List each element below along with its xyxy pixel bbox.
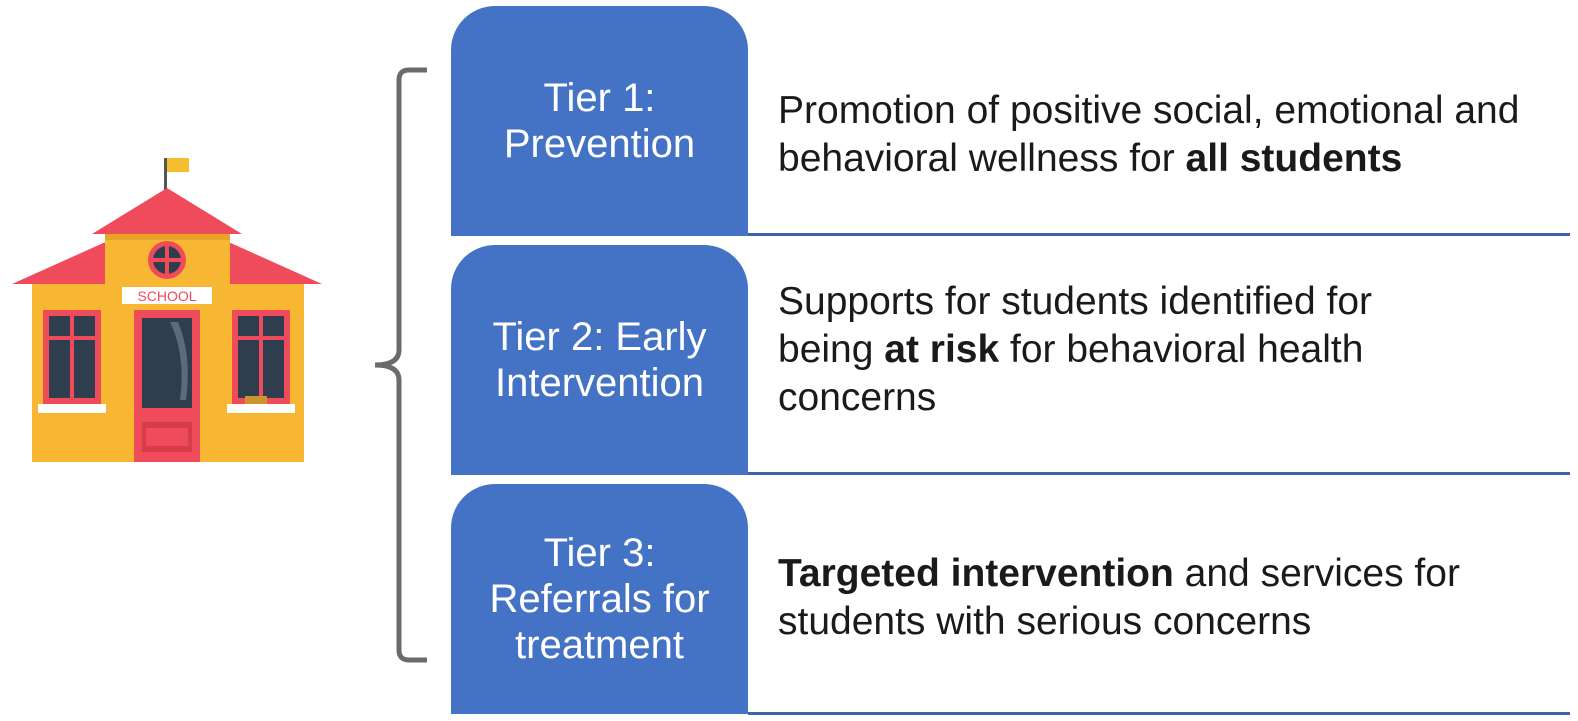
tier-2-label-line1: Tier 2: Early <box>492 315 707 359</box>
tier-2-label-line2: Intervention <box>494 361 705 405</box>
tier-1-divider <box>748 233 1570 236</box>
tier-2-box: Tier 2: Early Intervention <box>451 245 748 475</box>
tier-2-divider <box>748 472 1570 475</box>
tier-3-divider <box>748 712 1570 715</box>
tier-3-label-line1: Tier 3: <box>543 531 656 575</box>
tier-3-label-line3: treatment <box>515 623 684 667</box>
tier-3-label-line2: Referrals for <box>489 577 710 621</box>
tier-1-label-line2: Prevention <box>503 122 696 166</box>
tier-3-desc-emphasis: Targeted intervention <box>778 552 1174 595</box>
tier-1-box: Tier 1: Prevention <box>451 6 748 236</box>
tier-2-description: Supports for students identified for bei… <box>778 270 1478 430</box>
tier-3-description: Targeted intervention and services for s… <box>778 545 1538 651</box>
tier-3-box: Tier 3: Referrals for treatment <box>451 484 748 714</box>
tier-2-desc-emphasis: at risk <box>884 328 1000 371</box>
tier-3-desc-text: and services for students with serious c… <box>778 552 1460 643</box>
tier-2-desc-text: Supports for students identified for bei… <box>778 280 1373 371</box>
tier-1-desc-text: Promotion of positive social, emotional … <box>778 89 1520 180</box>
tier-2-desc-text-end: for behavioral health concerns <box>778 328 1364 419</box>
tier-1-label-line1: Tier 1: <box>543 76 656 120</box>
tier-1-desc-emphasis: all students <box>1185 137 1403 180</box>
school-building-icon: SCHOOL <box>12 158 322 462</box>
tier-1-description: Promotion of positive social, emotional … <box>778 82 1568 188</box>
school-sign-text: SCHOOL <box>137 288 196 304</box>
grouping-bracket <box>374 67 427 663</box>
